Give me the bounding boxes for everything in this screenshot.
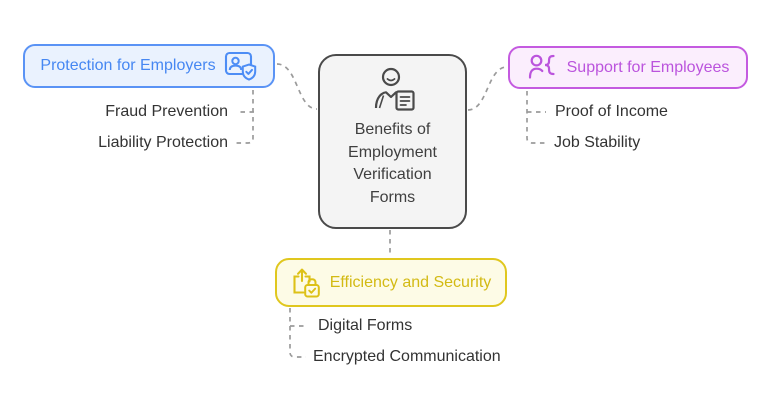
- person-document-icon: [370, 67, 416, 111]
- child-label-proof-of-income: Proof of Income: [555, 103, 668, 120]
- connector-employees-children: [526, 91, 545, 144]
- child-label-liability-protection: Liability Protection: [98, 134, 228, 151]
- employee-support-icon: [527, 53, 559, 82]
- child-label-fraud-prevention: Fraud Prevention: [105, 103, 228, 120]
- connector-employers-children: [236, 90, 254, 144]
- secure-upload-icon: [291, 267, 322, 299]
- verified-account-icon: [224, 50, 258, 82]
- branch-node-employees: Support for Employees: [508, 46, 748, 89]
- branch-node-employers: Protection for Employers: [23, 44, 275, 88]
- branch-label-employers: Protection for Employers: [40, 57, 216, 74]
- connector-center-left: [276, 63, 318, 110]
- branch-label-efficiency: Efficiency and Security: [329, 273, 492, 291]
- connector-efficiency-children: [289, 308, 306, 358]
- child-label-encrypted-communication: Encrypted Communication: [313, 348, 501, 365]
- connector-center-right: [467, 66, 508, 111]
- branch-label-employees: Support for Employees: [566, 58, 730, 76]
- child-label-job-stability: Job Stability: [554, 134, 641, 151]
- center-node-label: Benefits of Employment Verification Form…: [348, 121, 437, 206]
- child-label-digital-forms: Digital Forms: [318, 317, 413, 334]
- branch-node-efficiency: Efficiency and Security: [275, 258, 507, 307]
- center-node: Benefits of Employment Verification Form…: [318, 54, 467, 229]
